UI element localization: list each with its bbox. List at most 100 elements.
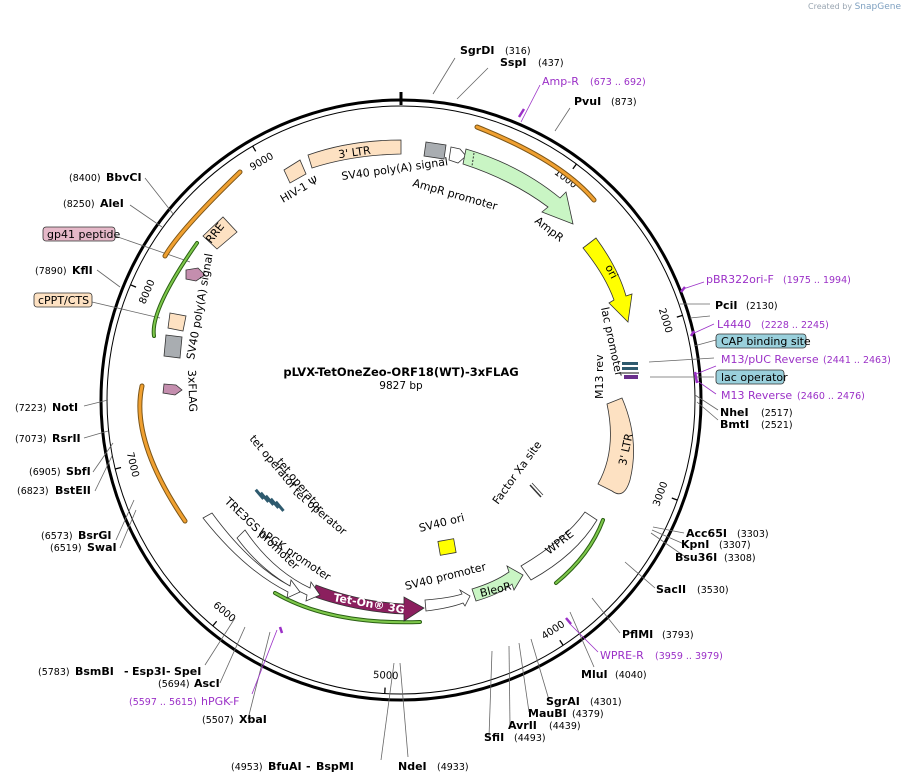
- gp41-peptide-box: [42, 226, 116, 242]
- enzyme-rsrii: RsrII: [52, 432, 81, 445]
- enzyme-acc65i-pos: (3303): [737, 529, 769, 540]
- tet-on-shape: [311, 584, 425, 622]
- primer-hpgk-f-range: (5597 .. 5615): [129, 697, 197, 708]
- ruler-tick: [559, 639, 564, 646]
- primer-l4440-range: (2228 .. 2245): [761, 320, 829, 331]
- primer-amp-r: Amp-R: [542, 75, 579, 88]
- primer-hpgk-f: hPGK-F: [201, 695, 239, 708]
- enzyme-xbai: XbaI: [239, 713, 267, 726]
- tet-on-label: Tet-On® 3G: [332, 591, 405, 616]
- sv40-ori-label: SV40 ori: [418, 511, 466, 535]
- enzyme-sfii-pos: (4493): [514, 733, 546, 744]
- enzyme-pcii-pos: (2130): [746, 301, 778, 312]
- primer-m13-reverse: M13 Reverse: [721, 389, 792, 402]
- enzyme-bsu36i: Bsu36I: [675, 551, 717, 564]
- plasmid-name: pLVX-TetOneZeo-ORF18(WT)-3xFLAG: [283, 365, 519, 379]
- watermark-prefix: Created by: [808, 2, 853, 11]
- enzyme-bfuai-pos: (4953): [231, 762, 263, 773]
- lac-operator-label: lac operator: [721, 371, 788, 384]
- ruler-tick: [252, 145, 257, 152]
- ampr-promoter-shape: [448, 146, 467, 164]
- enzyme-bfuai: BfuAI: [268, 760, 302, 773]
- ruler-tick-label: 5000: [373, 670, 399, 682]
- watermark-brand: SnapGene: [854, 2, 901, 12]
- enzyme-sgrai-pos: (4301): [590, 697, 622, 708]
- enzyme-kfli-pos: (7890): [35, 266, 67, 277]
- enzyme-asci-pos: (5694): [158, 679, 190, 690]
- factor-xa-label: Factor Xa site: [490, 438, 545, 506]
- annotation-arcs: [137, 124, 605, 625]
- rre-shape: [202, 216, 238, 250]
- enzyme-sspi: SspI: [500, 56, 526, 69]
- enzyme-bsteii-pos: (6823): [17, 486, 49, 497]
- sv40-ori-shape: [437, 538, 457, 556]
- cap-binding-site-box: [715, 333, 807, 349]
- enzyme-mlui: MluI: [581, 668, 608, 681]
- ruler-tick-label: 7000: [124, 451, 141, 478]
- lac-promoter-mark: [622, 362, 638, 365]
- enzyme-bspmi: BspMI: [316, 760, 354, 773]
- svg-text:-: -: [166, 665, 171, 678]
- enzyme-bmti: BmtI: [720, 418, 749, 431]
- enzyme-sgrdi-pos: (316): [505, 46, 531, 57]
- enzyme-avrii: AvrII: [508, 719, 537, 732]
- enzyme-swai-pos: (6519): [50, 543, 82, 554]
- feature-shapes: [162, 139, 639, 622]
- enzyme-sbfi-pos: (6905): [29, 467, 61, 478]
- enzyme-bbvci: BbvCI: [106, 171, 142, 184]
- cppt-cts-label: cPPT/CTS: [38, 294, 89, 307]
- primer-pbr322ori-f: pBR322ori-F: [706, 273, 774, 286]
- enzyme-bmti-pos: (2521): [761, 420, 793, 431]
- enzyme-nhei-pos: (2517): [761, 408, 793, 419]
- enzyme-pvui: PvuI: [574, 95, 601, 108]
- enzyme-avrii-pos: (4439): [549, 721, 581, 732]
- sv40-polya-left-shape: [163, 334, 183, 359]
- three-ltr-top-label: 3' LTR: [338, 144, 372, 161]
- primer-m13-reverse-range: (2460 .. 2476): [797, 391, 865, 402]
- ampr-shape: [462, 148, 574, 225]
- origin-tick: [399, 92, 403, 105]
- threexflag-shape: [162, 383, 183, 396]
- enzyme-mlui-pos: (4040): [615, 670, 647, 681]
- cppt-cts-box: [33, 292, 93, 308]
- ampr-promoter-label: AmpR promoter: [411, 176, 499, 213]
- enzyme-rsrii-pos: (7073): [15, 434, 47, 445]
- enzyme-sacii: SacII: [656, 583, 686, 596]
- enzyme-ndei: NdeI: [398, 760, 427, 773]
- enzyme-esp3i: Esp3I: [132, 665, 166, 678]
- enzyme-kpni: KpnI: [681, 538, 709, 551]
- bleor-shape: [471, 565, 524, 602]
- ruler-tick-label: 3000: [651, 480, 670, 508]
- wpre-shape: [520, 511, 598, 581]
- ruler-tick: [671, 497, 678, 501]
- primer-m13-puc-reverse: M13/pUC Reverse: [721, 353, 819, 366]
- enzyme-bsmbi: BsmBI: [75, 665, 114, 678]
- enzyme-acc65i: Acc65I: [686, 527, 727, 540]
- enzyme-labels: SgrDI (316) SspI (437) PvuI (873) PciI (…: [15, 44, 793, 773]
- cppt-cts-shape: [167, 312, 187, 332]
- sv40-promoter-shape: [424, 588, 471, 612]
- feature-leader-lines: [91, 235, 191, 319]
- enzyme-nhei: NheI: [720, 406, 749, 419]
- enzyme-asci: AscI: [194, 677, 220, 690]
- tet-operator-marks: [254, 488, 285, 512]
- enzyme-alei-pos: (8250): [63, 199, 95, 210]
- plasmid-size: 9827 bp: [379, 380, 423, 392]
- sv40-polya-left-label: SV40 poly(A) signal: [184, 252, 215, 360]
- svg-text:-: -: [124, 665, 129, 678]
- enzyme-maubi: MauBI: [528, 707, 567, 720]
- three-ltr-top-shape: [307, 139, 402, 169]
- enzyme-pflmi-pos: (3793): [662, 630, 694, 641]
- enzyme-maubi-pos: (4379): [572, 709, 604, 720]
- gp41-peptide-shape: [185, 267, 206, 282]
- enzyme-noti: NotI: [52, 401, 78, 414]
- cap-binding-site-label: CAP binding site: [721, 335, 811, 348]
- enzyme-sacii-pos: (3530): [697, 585, 729, 596]
- ruler-tick-label: 9000: [248, 151, 276, 173]
- enzyme-kpni-pos: (3307): [719, 540, 751, 551]
- primer-leader-lines: [251, 84, 717, 695]
- enzyme-noti-pos: (7223): [15, 403, 47, 414]
- enzyme-bsrgi-pos: (6573): [41, 531, 73, 542]
- ruler-tick: [115, 466, 122, 470]
